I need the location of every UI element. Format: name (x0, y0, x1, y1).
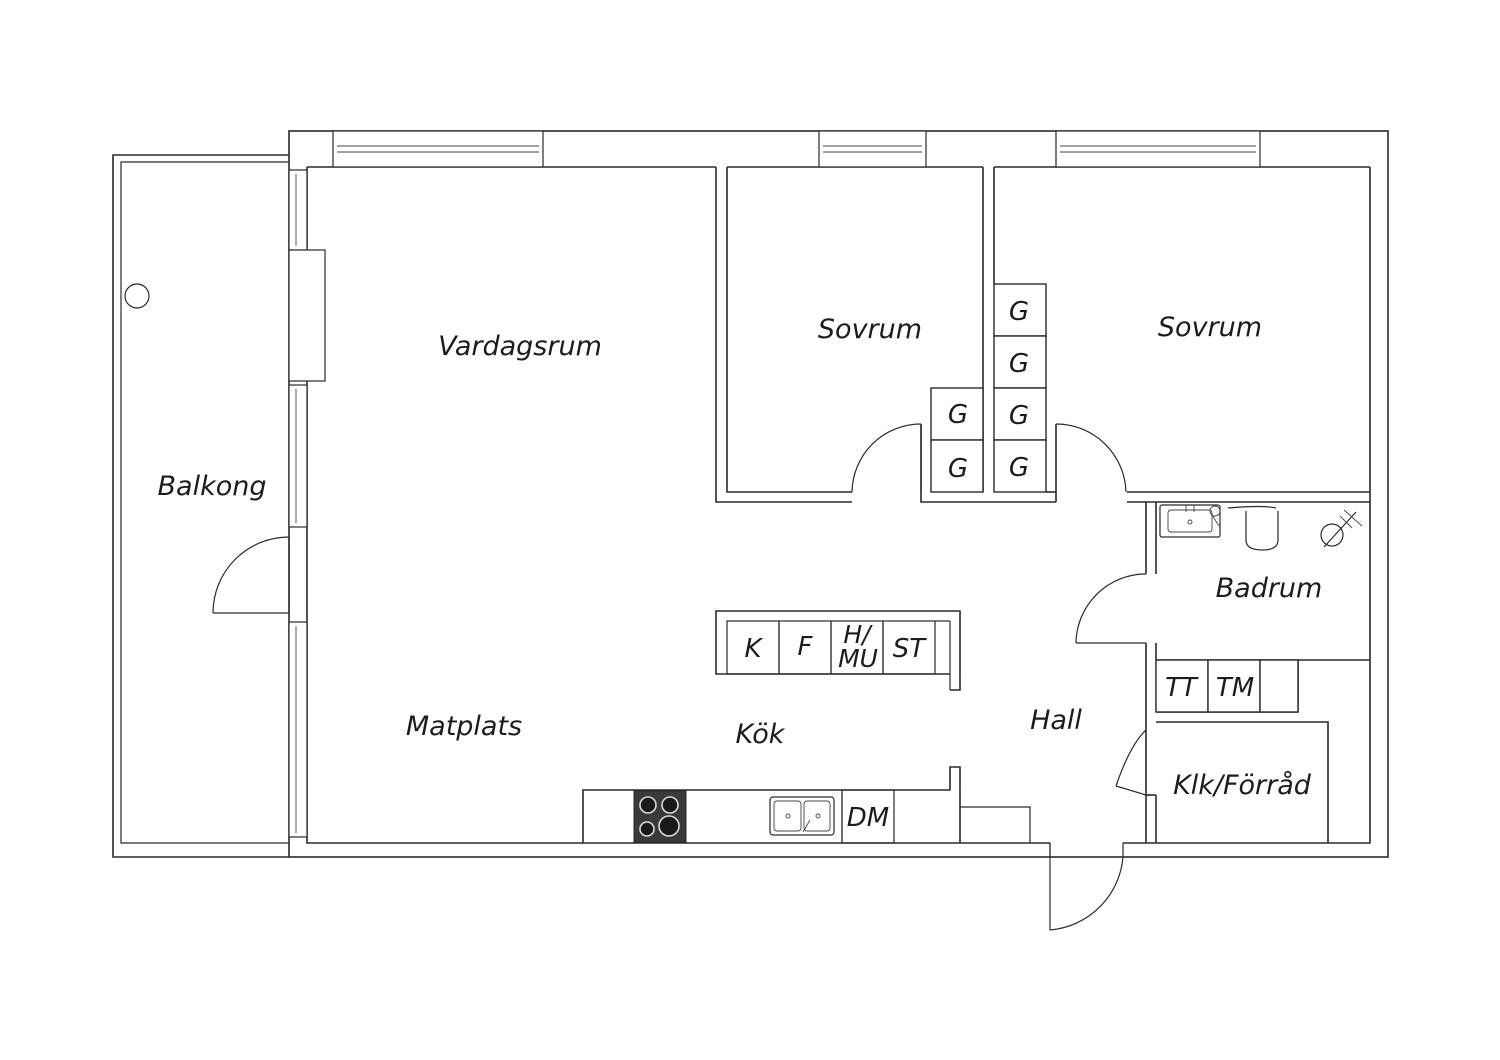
room-label-sovrum-2: Sovrum (1158, 312, 1262, 343)
bathroom-door[interactable] (1075, 573, 1147, 644)
wardrobe-label: G (948, 400, 968, 430)
balcony (112, 154, 289, 858)
oven-microwave-label-bottom: MU (838, 644, 878, 673)
wardrobe-label: G (1009, 401, 1029, 431)
closet-walls (1146, 721, 1329, 843)
kitchen-island (715, 610, 961, 691)
room-label-sovrum-1: Sovrum (818, 314, 922, 345)
balcony-door[interactable] (212, 536, 290, 614)
kitchen-counter (582, 766, 961, 844)
dishwasher-label: DM (847, 803, 889, 833)
hob-burners (639, 796, 680, 837)
room-label-balkong: Balkong (158, 471, 267, 502)
washer-label: TM (1216, 673, 1254, 703)
double-sink-icon (769, 796, 835, 836)
fridge-freezer-label-f: F (798, 632, 814, 662)
room-label-hall: Hall (1030, 705, 1082, 736)
bedroom-2-door[interactable] (1055, 423, 1127, 493)
wardrobe-label: G (1009, 297, 1029, 327)
room-label-klk-forrad: Klk/Förråd (1173, 770, 1312, 801)
wardrobe-bedroom-2 (993, 283, 1047, 493)
dryer-label: TT (1165, 673, 1199, 703)
drain-icon (124, 283, 150, 309)
oven-microwave-label-top: H/ (843, 620, 873, 649)
wardrobe-bedroom-1 (930, 387, 984, 493)
wardrobe-label: G (1009, 453, 1029, 483)
bedroom-2-walls (1046, 424, 1370, 503)
windows-left (288, 169, 326, 838)
bedroom-1-door[interactable] (851, 423, 922, 493)
room-label-badrum: Badrum (1216, 573, 1323, 604)
shower-icon (1320, 509, 1363, 548)
wardrobe-label: G (948, 454, 968, 484)
laundry-machines (1155, 659, 1299, 713)
entrance-door[interactable] (1049, 843, 1124, 931)
fridge-freezer-label-k: K (744, 634, 763, 664)
hall-stub (960, 806, 1031, 843)
room-label-vardagsrum: Vardagsrum (438, 331, 602, 362)
windows-top (332, 130, 1261, 168)
toilet-icon (1227, 505, 1279, 551)
wardrobe-label: G (1009, 349, 1029, 379)
washbasin-icon (1159, 504, 1221, 538)
room-label-matplats: Matplats (406, 711, 522, 742)
closet-door[interactable] (1115, 729, 1147, 796)
outer-walls (288, 130, 1389, 858)
storage-label-st: ST (893, 634, 928, 664)
room-label-kok: Kök (736, 719, 786, 750)
